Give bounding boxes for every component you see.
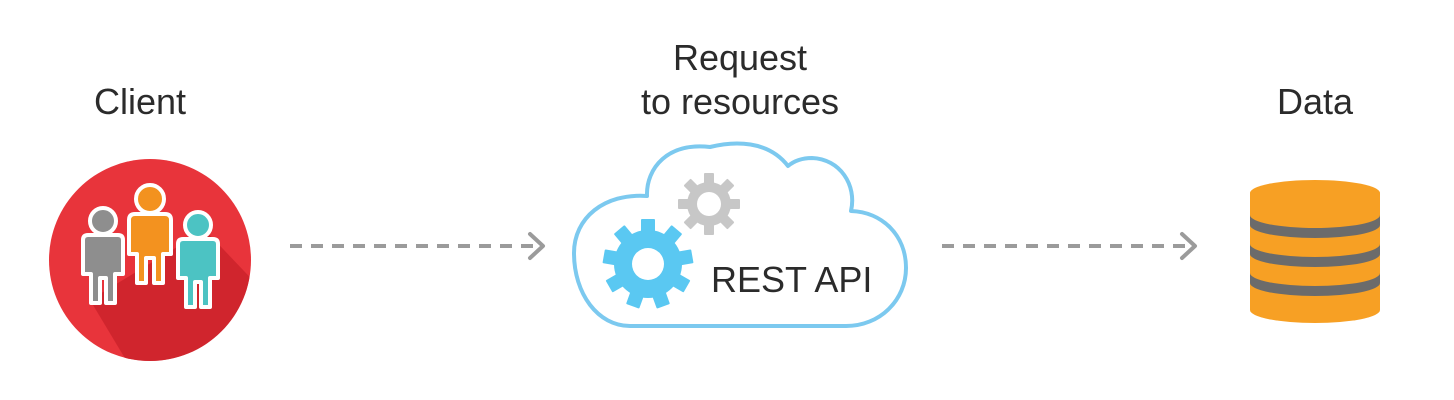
arrow-right-icon	[942, 232, 1197, 260]
person-teal-icon	[176, 210, 220, 309]
gear-icon	[678, 173, 740, 235]
request-label-line1: Request	[672, 37, 808, 78]
data-label: Data	[1276, 81, 1354, 122]
arrow-right-icon	[290, 232, 545, 260]
person-orange-icon	[127, 183, 173, 285]
client-icon	[49, 159, 251, 361]
rest-api-label: REST API	[711, 259, 872, 300]
request-label: Request to resources	[590, 36, 890, 124]
client-label: Client	[93, 81, 187, 122]
request-label-line2: to resources	[640, 81, 840, 122]
database-icon	[1250, 180, 1380, 323]
people-icon	[81, 183, 220, 309]
person-gray-icon	[81, 206, 125, 305]
gear-blue-icon	[602, 219, 694, 309]
